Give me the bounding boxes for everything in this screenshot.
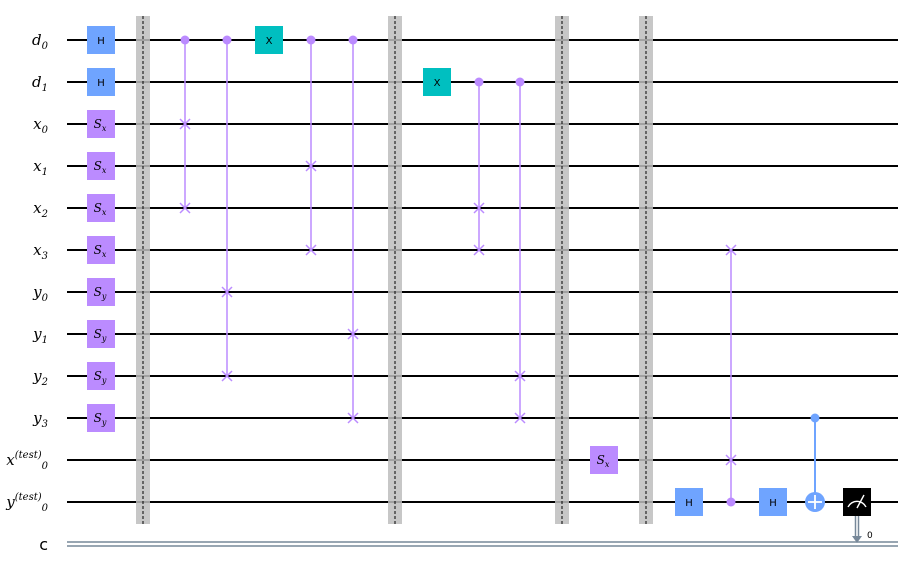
h-gate bbox=[759, 488, 787, 516]
h-gate bbox=[87, 68, 115, 96]
gate-label: X bbox=[434, 78, 441, 89]
control-dot bbox=[306, 35, 316, 45]
qubit-label: x0 bbox=[33, 115, 48, 136]
measure-index: 0 bbox=[867, 531, 873, 541]
swap-cross bbox=[514, 412, 526, 424]
s-gate bbox=[87, 194, 115, 222]
s-gate bbox=[87, 278, 115, 306]
h-gate bbox=[675, 488, 703, 516]
qubit-label: y3 bbox=[32, 409, 48, 430]
swap-cross bbox=[347, 412, 359, 424]
gate-label: Sx bbox=[597, 453, 610, 469]
qubit-label: y2 bbox=[32, 367, 48, 388]
qubit-label: d0 bbox=[32, 31, 49, 52]
qubit-label: x2 bbox=[33, 199, 48, 220]
swap-cross bbox=[221, 370, 233, 382]
gate-label: Sy bbox=[94, 369, 107, 385]
swap-cross bbox=[473, 244, 485, 256]
s-gate bbox=[87, 362, 115, 390]
qubit-label: y0 bbox=[32, 283, 48, 304]
barrier bbox=[136, 16, 150, 524]
measure-arrow bbox=[852, 536, 862, 543]
control-dot bbox=[726, 497, 736, 507]
swap-cross bbox=[305, 160, 317, 172]
h-gate bbox=[87, 26, 115, 54]
register-labels: d0 d1 x0 x1 x2 x3 y0 y1 y2 y3 x(test)0 y(test)0 c bbox=[5, 31, 48, 554]
swap-cross bbox=[725, 454, 737, 466]
control-dot bbox=[515, 77, 525, 87]
s-gate bbox=[87, 320, 115, 348]
gate-label: Sx bbox=[94, 117, 107, 133]
gate-label: Sx bbox=[94, 201, 107, 217]
s-gate bbox=[87, 152, 115, 180]
gate-label: Sx bbox=[94, 243, 107, 259]
qubit-label: x3 bbox=[33, 241, 48, 262]
swap-cross bbox=[514, 370, 526, 382]
control-dot bbox=[810, 413, 820, 423]
control-dot bbox=[474, 77, 484, 87]
barrier bbox=[639, 16, 653, 524]
qubit-label: x1 bbox=[33, 157, 48, 178]
swap-cross bbox=[221, 286, 233, 298]
gate-label: X bbox=[266, 36, 273, 47]
swap-cross bbox=[473, 202, 485, 214]
swap-cross bbox=[347, 328, 359, 340]
swap-cross bbox=[725, 244, 737, 256]
gate-label: H bbox=[97, 78, 105, 89]
swap-cross bbox=[305, 244, 317, 256]
swap-cross bbox=[179, 202, 191, 214]
qubit-label: y1 bbox=[32, 325, 48, 346]
qubit-label: y(test)0 bbox=[5, 492, 48, 514]
gate-label: H bbox=[97, 36, 105, 47]
gate-label: Sy bbox=[94, 285, 107, 301]
gate-label: H bbox=[769, 498, 777, 509]
control-dot bbox=[222, 35, 232, 45]
qubit-label: x(test)0 bbox=[6, 450, 48, 472]
control-dot bbox=[348, 35, 358, 45]
gate-label: Sy bbox=[94, 411, 107, 427]
gate-label: H bbox=[685, 498, 693, 509]
qubit-wires bbox=[67, 39, 898, 547]
qubit-label: d1 bbox=[32, 73, 48, 94]
x-gate bbox=[423, 68, 451, 96]
gate-label: Sy bbox=[94, 327, 107, 343]
x-gate bbox=[255, 26, 283, 54]
gate-label: Sx bbox=[94, 159, 107, 175]
barrier bbox=[555, 16, 569, 524]
s-gate bbox=[590, 446, 618, 474]
s-gate bbox=[87, 110, 115, 138]
meter-arc bbox=[847, 500, 867, 508]
control-dot bbox=[180, 35, 190, 45]
s-gate bbox=[87, 236, 115, 264]
barriers bbox=[136, 16, 653, 524]
meter-needle bbox=[856, 494, 865, 509]
barrier bbox=[388, 16, 402, 524]
classical-register-label: c bbox=[39, 535, 48, 554]
swap-cross bbox=[179, 118, 191, 130]
s-gate bbox=[87, 404, 115, 432]
